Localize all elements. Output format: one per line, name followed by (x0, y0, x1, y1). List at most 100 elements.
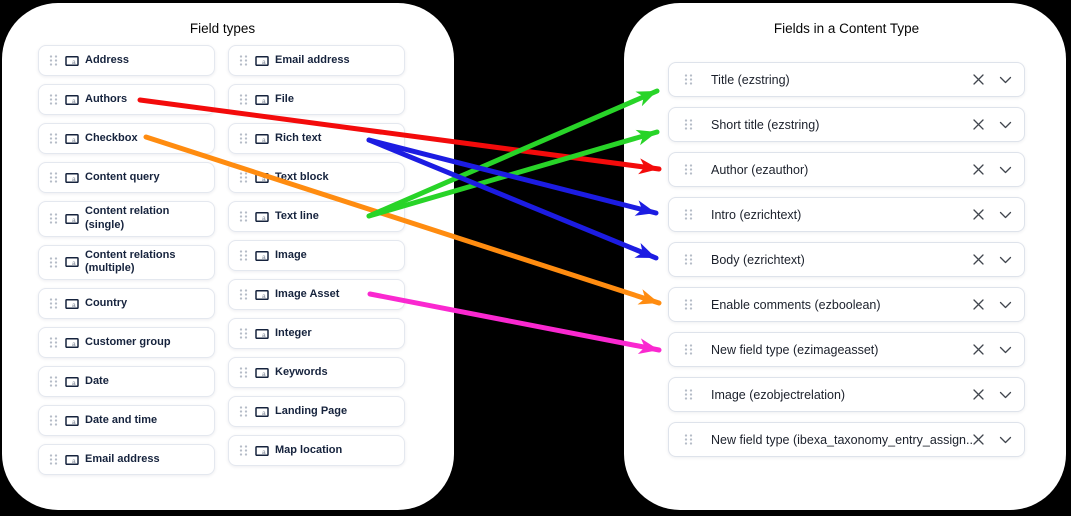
field-type-item[interactable]: a Customer group (38, 327, 215, 358)
drag-handle-icon[interactable] (239, 132, 248, 145)
field-type-label: Image Asset (275, 287, 340, 300)
svg-text:a: a (72, 260, 76, 267)
drag-handle-icon[interactable] (49, 336, 58, 349)
drag-handle-icon[interactable] (49, 297, 58, 310)
drag-handle-icon[interactable] (684, 343, 693, 356)
content-type-field-row[interactable]: Intro (ezrichtext) (668, 197, 1025, 232)
field-label: New field type (ibexa_taxonomy_entry_ass… (711, 432, 972, 447)
chevron-down-icon[interactable] (999, 346, 1012, 354)
drag-handle-icon[interactable] (239, 288, 248, 301)
field-type-icon: a (65, 337, 79, 349)
field-type-icon: a (255, 94, 269, 106)
drag-handle-icon[interactable] (239, 444, 248, 457)
field-type-item[interactable]: a Content query (38, 162, 215, 193)
field-type-item[interactable]: a Authors (38, 84, 215, 115)
svg-text:a: a (72, 98, 76, 105)
close-icon[interactable] (972, 73, 985, 86)
content-type-field-row[interactable]: Enable comments (ezboolean) (668, 287, 1025, 322)
drag-handle-icon[interactable] (49, 453, 58, 466)
field-type-item[interactable]: a Text line (228, 201, 405, 232)
svg-text:a: a (72, 380, 76, 387)
drag-handle-icon[interactable] (49, 93, 58, 106)
field-type-label: Date and time (85, 413, 158, 426)
close-icon[interactable] (972, 118, 985, 131)
drag-handle-icon[interactable] (684, 388, 693, 401)
drag-handle-icon[interactable] (239, 54, 248, 67)
content-type-field-row[interactable]: Short title (ezstring) (668, 107, 1025, 142)
field-type-item[interactable]: a Landing Page (228, 396, 405, 427)
drag-handle-icon[interactable] (684, 253, 693, 266)
field-type-icon: a (65, 454, 79, 466)
close-icon[interactable] (972, 253, 985, 266)
drag-handle-icon[interactable] (684, 163, 693, 176)
svg-text:a: a (262, 332, 266, 339)
field-type-label: Content relation (single) (85, 205, 170, 231)
drag-handle-icon[interactable] (239, 327, 248, 340)
content-type-field-row[interactable]: Body (ezrichtext) (668, 242, 1025, 277)
field-type-label: Customer group (85, 335, 171, 348)
close-icon[interactable] (972, 298, 985, 311)
chevron-down-icon[interactable] (999, 436, 1012, 444)
content-type-field-row[interactable]: Title (ezstring) (668, 62, 1025, 97)
field-type-item[interactable]: a Date and time (38, 405, 215, 436)
drag-handle-icon[interactable] (49, 375, 58, 388)
field-type-item[interactable]: a Image (228, 240, 405, 271)
drag-handle-icon[interactable] (239, 366, 248, 379)
svg-text:a: a (72, 302, 76, 309)
chevron-down-icon[interactable] (999, 256, 1012, 264)
field-type-label: Keywords (275, 365, 328, 378)
drag-handle-icon[interactable] (684, 298, 693, 311)
chevron-down-icon[interactable] (999, 391, 1012, 399)
field-type-item[interactable]: a Checkbox (38, 123, 215, 154)
drag-handle-icon[interactable] (49, 54, 58, 67)
drag-handle-icon[interactable] (684, 118, 693, 131)
content-type-field-row[interactable]: Author (ezauthor) (668, 152, 1025, 187)
field-type-item[interactable]: a Keywords (228, 357, 405, 388)
field-type-item[interactable]: a Image Asset (228, 279, 405, 310)
drag-handle-icon[interactable] (239, 405, 248, 418)
field-type-item[interactable]: a Integer (228, 318, 405, 349)
content-type-field-row[interactable]: New field type (ezimageasset) (668, 332, 1025, 367)
close-icon[interactable] (972, 208, 985, 221)
field-type-item[interactable]: a Date (38, 366, 215, 397)
content-type-field-row[interactable]: New field type (ibexa_taxonomy_entry_ass… (668, 422, 1025, 457)
drag-handle-icon[interactable] (239, 93, 248, 106)
chevron-down-icon[interactable] (999, 301, 1012, 309)
close-icon[interactable] (972, 388, 985, 401)
field-type-item[interactable]: a Country (38, 288, 215, 319)
field-types-panel: Field types (2, 3, 454, 510)
svg-text:a: a (262, 449, 266, 456)
drag-handle-icon[interactable] (49, 414, 58, 427)
field-type-item[interactable]: a Content relation (single) (38, 201, 215, 237)
drag-handle-icon[interactable] (49, 132, 58, 145)
field-type-icon: a (255, 445, 269, 457)
svg-text:a: a (262, 410, 266, 417)
drag-handle-icon[interactable] (239, 210, 248, 223)
drag-handle-icon[interactable] (239, 249, 248, 262)
chevron-down-icon[interactable] (999, 211, 1012, 219)
field-type-item[interactable]: a Text block (228, 162, 405, 193)
drag-handle-icon[interactable] (684, 208, 693, 221)
drag-handle-icon[interactable] (684, 433, 693, 446)
close-icon[interactable] (972, 163, 985, 176)
field-type-item[interactable]: a Content relations (multiple) (38, 244, 215, 280)
drag-handle-icon[interactable] (49, 212, 58, 225)
field-type-item[interactable]: a Map location (228, 435, 405, 466)
close-icon[interactable] (972, 343, 985, 356)
field-type-item[interactable]: a Rich text (228, 123, 405, 154)
drag-handle-icon[interactable] (684, 73, 693, 86)
field-type-item[interactable]: a File (228, 84, 405, 115)
content-type-field-row[interactable]: Image (ezobjectrelation) (668, 377, 1025, 412)
field-type-item[interactable]: a Email address (228, 45, 405, 76)
drag-handle-icon[interactable] (49, 256, 58, 269)
drag-handle-icon[interactable] (239, 171, 248, 184)
field-type-label: Landing Page (275, 404, 348, 417)
field-type-item[interactable]: a Address (38, 45, 215, 76)
close-icon[interactable] (972, 433, 985, 446)
svg-text:a: a (72, 458, 76, 465)
drag-handle-icon[interactable] (49, 171, 58, 184)
chevron-down-icon[interactable] (999, 121, 1012, 129)
chevron-down-icon[interactable] (999, 76, 1012, 84)
field-type-item[interactable]: a Email address (38, 444, 215, 475)
chevron-down-icon[interactable] (999, 166, 1012, 174)
